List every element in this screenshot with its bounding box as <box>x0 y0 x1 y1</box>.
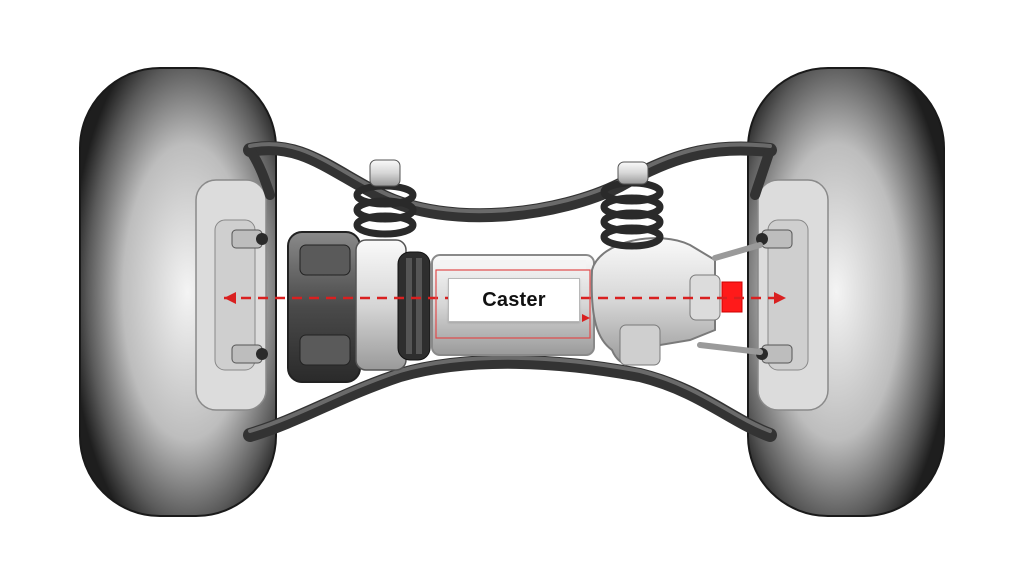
label-bracket <box>435 269 591 339</box>
left-knuckle <box>231 229 268 364</box>
upper-control-arm <box>243 141 777 223</box>
left-drive-housing <box>287 231 431 383</box>
upper-arm-highlight <box>248 142 772 214</box>
lower-arm-highlight <box>248 355 772 433</box>
left-top-mount <box>369 159 401 187</box>
right-top-mount <box>617 161 649 185</box>
caster-label-box: Caster <box>448 278 580 322</box>
right-wheel <box>747 67 945 517</box>
right-knuckle <box>756 229 793 364</box>
right-tie-rods <box>697 242 763 355</box>
left-wheel <box>79 67 277 517</box>
lower-control-arm <box>243 354 777 442</box>
right-hub <box>767 219 809 371</box>
caster-label: Caster <box>482 288 546 311</box>
